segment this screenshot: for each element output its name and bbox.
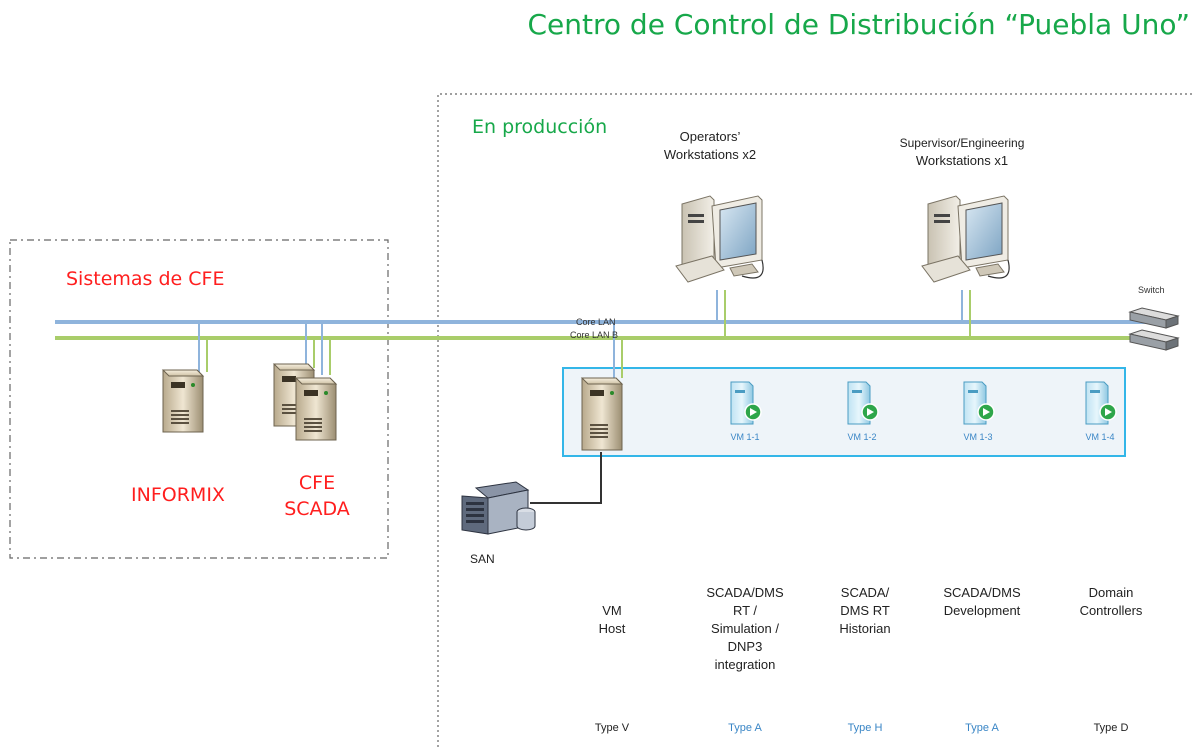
type-a-label-2: Type A xyxy=(965,722,999,734)
supervisor-workstation-icon xyxy=(921,195,1010,283)
operators-workstation-icon xyxy=(675,195,764,283)
san-link-line xyxy=(530,452,602,504)
san-storage-icon xyxy=(461,481,536,535)
historian-description: SCADA/ DMS RT Historian xyxy=(839,585,891,636)
switch-label: Switch xyxy=(1138,285,1165,295)
vm-1-3-label: VM 1-3 xyxy=(963,432,993,442)
cfe-scada-server-front-icon xyxy=(294,377,338,441)
vm-host-server-icon xyxy=(580,377,624,451)
cfe-scada-label: CFE SCADA xyxy=(284,472,350,520)
core-lan-b-label: Core LAN B xyxy=(570,330,619,340)
informix-server-icon xyxy=(161,369,205,433)
type-a-label-1: Type A xyxy=(728,722,762,734)
san-label: SAN xyxy=(470,552,495,566)
development-description: SCADA/DMS Development xyxy=(943,585,1021,618)
cfe-zone-border xyxy=(9,239,389,559)
vm-1-2-icon xyxy=(847,381,879,425)
supervisor-workstation-label: Supervisor/Engineering Workstations x1 xyxy=(899,136,1025,168)
domain-controllers-description: Domain Controllers xyxy=(1079,585,1143,618)
informix-label: INFORMIX xyxy=(131,484,225,506)
operators-workstation-label: Operators’ Workstations x2 xyxy=(663,129,757,162)
vm-host-description: VM Host xyxy=(598,603,626,636)
switch-icon xyxy=(1128,307,1180,351)
vm-host-box xyxy=(562,367,1126,457)
type-v-label: Type V xyxy=(594,722,630,734)
vm-1-4-icon xyxy=(1085,381,1117,425)
vm-1-4-label: VM 1-4 xyxy=(1085,432,1115,442)
page-title: Centro de Control de Distribución “Puebl… xyxy=(527,8,1190,41)
drop-lines xyxy=(198,290,971,378)
cfe-zone-label: Sistemas de CFE xyxy=(66,268,225,290)
scada-dms-rt-description: SCADA/DMS RT / Simulation / DNP3 integra… xyxy=(706,585,784,672)
production-zone-label: En producción xyxy=(472,116,608,138)
vm-1-1-icon xyxy=(730,381,762,425)
vm-1-1-label: VM 1-1 xyxy=(730,432,760,442)
core-lan-a-label: Core LAN xyxy=(576,317,616,327)
type-h-label: Type H xyxy=(847,722,883,734)
vm-1-2-label: VM 1-2 xyxy=(847,432,877,442)
type-d-label: Type D xyxy=(1093,722,1129,734)
vm-1-3-icon xyxy=(963,381,995,425)
